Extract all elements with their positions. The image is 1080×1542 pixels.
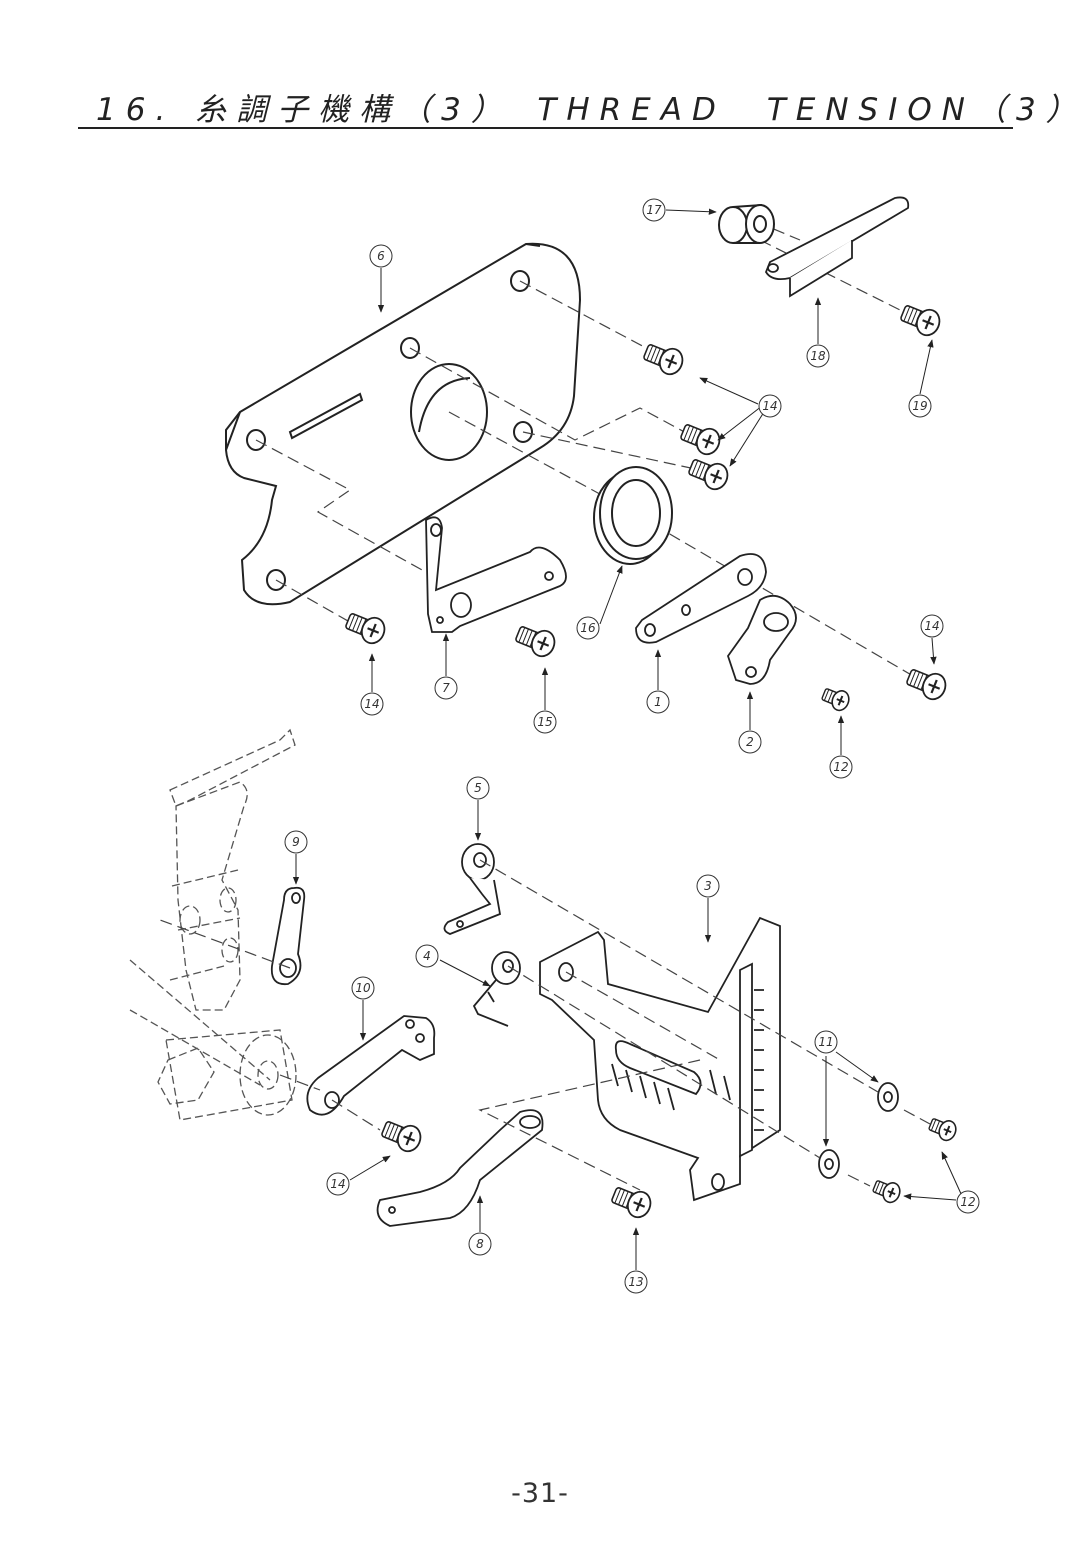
title-underline (78, 127, 1013, 129)
svg-text:19: 19 (912, 399, 927, 413)
svg-text:14: 14 (330, 1177, 345, 1191)
svg-text:2: 2 (746, 735, 754, 749)
callout-5: 5 (466, 776, 490, 800)
callout-6: 6 (369, 244, 393, 268)
page-number: -31- (511, 1478, 569, 1509)
callout-13: 13 (624, 1270, 648, 1294)
svg-text:11: 11 (818, 1035, 833, 1049)
screw-12-lower-2 (870, 1175, 904, 1206)
svg-text:9: 9 (292, 835, 300, 849)
screw-14-right (903, 663, 951, 704)
guide-part-2 (727, 594, 797, 685)
callout-14-b: 14 (920, 614, 944, 638)
screw-19 (897, 299, 945, 340)
callout-arrows (292, 208, 963, 1270)
ring-part-16 (593, 466, 673, 565)
svg-text:6: 6 (377, 249, 385, 263)
svg-text:7: 7 (442, 681, 450, 695)
bent-bracket-part-7 (425, 516, 567, 633)
washer-part-11-upper (877, 1082, 899, 1112)
washer-part-11-lower (818, 1149, 840, 1179)
svg-text:14: 14 (762, 399, 777, 413)
svg-text:10: 10 (355, 981, 371, 995)
svg-text:4: 4 (423, 949, 431, 963)
svg-text:13: 13 (628, 1275, 643, 1289)
callout-1: 1 (646, 690, 670, 714)
svg-text:15: 15 (537, 715, 552, 729)
callout-14-d: 14 (326, 1172, 350, 1196)
main-bracket-part-3 (539, 916, 781, 1202)
assembly-lines-lower (159, 859, 931, 1191)
screw-12-lower-1 (926, 1113, 960, 1144)
callout-12-b: 12 (956, 1190, 980, 1214)
callout-4: 4 (415, 944, 439, 968)
link-part-1 (635, 553, 767, 644)
screw-15 (512, 620, 560, 661)
small-link-part-9 (270, 886, 306, 986)
svg-text:5: 5 (474, 781, 482, 795)
callout-16: 16 (576, 616, 600, 640)
svg-text:18: 18 (810, 349, 826, 363)
callout-19: 19 (908, 394, 932, 418)
callout-11: 11 (814, 1030, 838, 1054)
callout-9: 9 (284, 830, 308, 854)
arm-part-10 (306, 1015, 436, 1116)
callout-10: 10 (351, 976, 375, 1000)
callout-3: 3 (696, 874, 720, 898)
callout-labels: 6 17 18 19 14 16 14 14 7 15 1 2 12 5 9 3… (284, 198, 980, 1294)
screw-13 (608, 1181, 656, 1222)
svg-text:3: 3 (704, 879, 712, 893)
svg-text:14: 14 (924, 619, 939, 633)
callout-14-a: 14 (758, 394, 782, 418)
screw-12-upper (819, 683, 853, 714)
callout-18: 18 (806, 344, 830, 368)
callout-8: 8 (468, 1232, 492, 1256)
screw-14-upper-2 (677, 418, 725, 459)
callout-17: 17 (642, 198, 666, 222)
lever-part-8 (376, 1109, 544, 1227)
callout-14-c: 14 (360, 692, 384, 716)
assembly-lines-upper (255, 214, 921, 681)
svg-text:12: 12 (833, 760, 848, 774)
eyelet-part-4 (472, 951, 521, 1027)
bracket-part-18 (764, 196, 910, 298)
svg-text:1: 1 (654, 695, 662, 709)
svg-text:12: 12 (960, 1195, 975, 1209)
eyelet-bracket-part-5 (443, 843, 502, 935)
callout-7: 7 (434, 676, 458, 700)
callout-12-a: 12 (829, 755, 853, 779)
svg-text:17: 17 (646, 203, 662, 217)
svg-text:16: 16 (580, 621, 596, 635)
svg-text:8: 8 (476, 1237, 484, 1251)
svg-text:14: 14 (364, 697, 379, 711)
callout-2: 2 (738, 730, 762, 754)
tension-plate-part-6 (224, 242, 582, 606)
screw-14-lower (378, 1115, 426, 1156)
screw-14-upper-3 (685, 453, 733, 494)
screw-14-upper-1 (640, 338, 688, 379)
screw-14-left (342, 607, 390, 648)
roller-part-17 (718, 204, 775, 252)
page-title: 16. 糸調子機構（3） THREAD TENSION（3） (96, 92, 1080, 128)
phantom-mechanism (129, 728, 297, 1121)
callout-15: 15 (533, 710, 557, 734)
